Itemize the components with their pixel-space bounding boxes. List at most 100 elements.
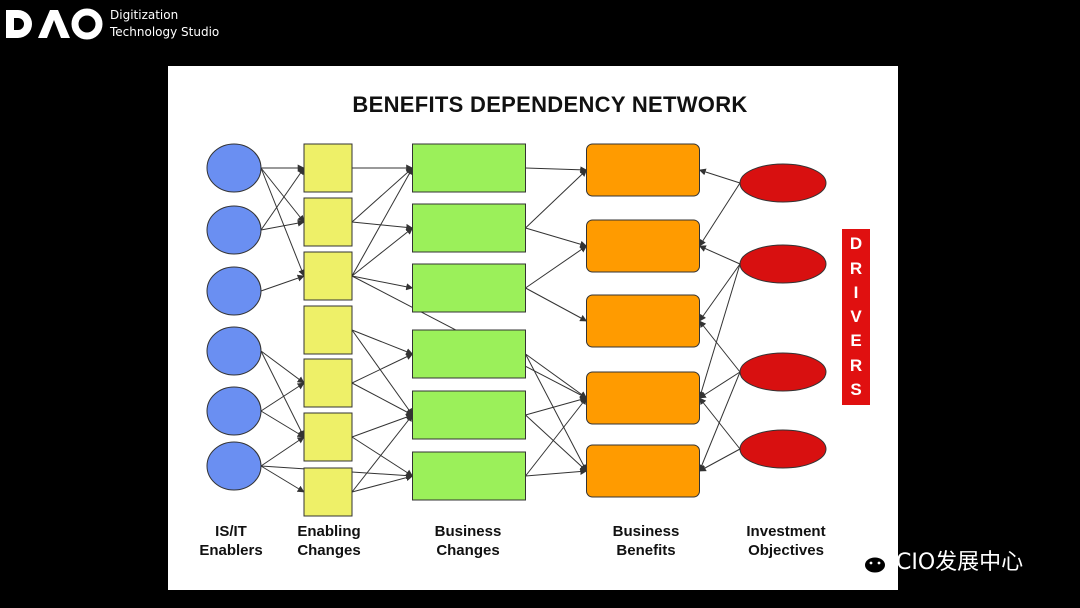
investment-objective-node <box>739 244 827 284</box>
business-benefit-node <box>586 143 700 197</box>
dependency-arrow <box>260 167 305 277</box>
column-label-line: Changes <box>297 542 361 559</box>
dependency-arrow <box>525 396 588 416</box>
dependency-arrow <box>699 397 741 450</box>
brand-text: Digitization Technology Studio <box>110 7 219 41</box>
dependency-arrow <box>699 320 741 373</box>
enabling-change-node <box>303 412 353 462</box>
isit-enabler-node <box>206 266 262 316</box>
dependency-arrow <box>525 468 588 477</box>
dependency-arrow <box>698 448 741 472</box>
dependency-arrow <box>260 465 305 493</box>
investment-objective-node <box>739 352 827 392</box>
dependency-arrow <box>525 353 588 399</box>
brand-line-1: Digitization <box>110 8 179 22</box>
dependency-arrow <box>525 287 588 322</box>
dependency-arrow <box>260 410 305 438</box>
enabling-change-node <box>303 143 353 193</box>
column-label-business-changes: Business Changes <box>422 522 514 560</box>
dependency-arrow <box>525 166 588 174</box>
isit-enabler-node <box>206 143 262 193</box>
dependency-arrow <box>351 436 414 477</box>
business-change-node <box>412 263 526 313</box>
investment-objective-node <box>739 163 827 203</box>
dependency-arrow <box>525 397 587 477</box>
business-change-node <box>412 329 526 379</box>
dependency-arrow <box>698 371 741 472</box>
isit-enabler-node <box>206 441 262 491</box>
drivers-letter: R <box>849 258 863 278</box>
dependency-arrow <box>351 474 414 493</box>
dependency-arrow <box>351 382 414 416</box>
dependency-arrow <box>698 245 741 265</box>
dependency-arrow <box>698 371 741 399</box>
brand-line-2: Technology Studio <box>110 25 220 39</box>
slide: BENEFITS DEPENDENCY NETWORK IS/IT Enable… <box>168 66 898 590</box>
dependency-arrow <box>699 182 741 247</box>
enabling-change-node <box>303 467 353 517</box>
dependency-arrow <box>260 350 305 384</box>
drivers-letter: R <box>849 355 863 375</box>
drivers-letter: D <box>849 234 863 254</box>
dependency-arrow <box>697 263 741 399</box>
business-benefit-node <box>586 371 700 425</box>
dependency-arrow <box>260 382 305 412</box>
isit-enabler-node <box>206 205 262 255</box>
column-label-line: Enabling <box>297 523 361 540</box>
watermark-text: CIO发展中心 <box>896 550 1024 575</box>
column-label-line: Investment <box>746 523 826 540</box>
drivers-letter: I <box>853 282 859 302</box>
dependency-arrow <box>525 414 588 472</box>
benefits-dependency-diagram <box>206 143 827 517</box>
dependency-arrow <box>351 227 414 277</box>
dependency-arrow <box>260 167 305 231</box>
dependency-arrow <box>260 274 305 292</box>
column-label-line: IS/IT <box>215 523 247 540</box>
column-label-line: Changes <box>436 542 500 559</box>
column-label-line: Benefits <box>616 542 676 559</box>
slide-title: BENEFITS DEPENDENCY NETWORK <box>352 92 748 117</box>
business-change-node <box>412 143 526 193</box>
business-benefit-node <box>586 294 700 348</box>
dependency-arrow <box>699 263 741 322</box>
dao-logo <box>6 8 103 40</box>
dependency-arrow <box>351 275 414 291</box>
column-label-line: Business <box>612 523 680 540</box>
drivers-letter: V <box>850 307 862 326</box>
enabling-change-node <box>303 305 353 355</box>
column-label-enabling-changes: Enabling Changes <box>284 522 374 560</box>
dependency-arrow <box>351 353 414 384</box>
column-label-isit-enablers: IS/IT Enablers <box>186 522 276 560</box>
enabling-change-node <box>303 358 353 408</box>
dependency-arrow <box>260 436 305 467</box>
enabling-change-node <box>303 197 353 247</box>
dependency-arrow <box>698 168 741 184</box>
business-benefit-node <box>586 219 700 273</box>
column-label-investment-objectives: Investment Objectives <box>736 522 836 560</box>
column-label-line: Enablers <box>199 542 263 559</box>
dependency-arrow <box>351 329 413 416</box>
dependency-arrow <box>260 219 305 231</box>
column-label-line: Objectives <box>748 542 824 559</box>
column-label-line: Business <box>434 523 502 540</box>
dependency-arrow <box>525 353 587 472</box>
enabling-change-node <box>303 251 353 301</box>
business-change-node <box>412 390 526 440</box>
column-label-business-benefits: Business Benefits <box>600 522 692 560</box>
dependency-arrow <box>525 169 588 229</box>
business-change-node <box>412 451 526 501</box>
dependency-arrow <box>351 413 414 438</box>
dependency-arrow <box>351 414 413 493</box>
dependency-arrow <box>525 245 588 289</box>
drivers-letter: E <box>850 331 862 351</box>
drivers-letter: S <box>850 379 862 399</box>
dependency-arrow <box>351 167 413 277</box>
dependency-arrow <box>351 329 414 355</box>
wechat-icon <box>849 547 887 575</box>
business-change-node <box>412 203 526 253</box>
business-benefit-node <box>586 444 700 498</box>
investment-objective-node <box>739 429 827 469</box>
dependency-arrow <box>260 350 305 438</box>
isit-enabler-node <box>206 386 262 436</box>
